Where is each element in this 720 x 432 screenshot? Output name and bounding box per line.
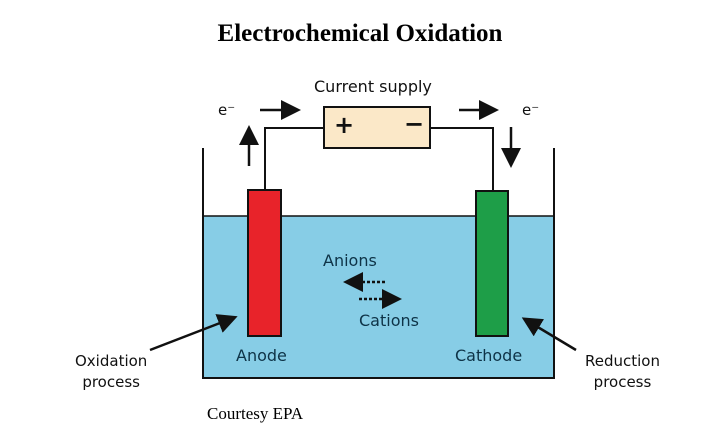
plus-sign: + [334, 111, 355, 139]
anions-label: Anions [323, 251, 377, 270]
page-title: Electrochemical Oxidation [217, 20, 503, 47]
reduction-line2: process [593, 373, 652, 391]
cathode-electrode [475, 190, 509, 337]
reduction-line1: Reduction [585, 352, 660, 370]
tank [202, 148, 555, 379]
oxidation-line2: process [82, 373, 140, 391]
current-supply-label: Current supply [314, 77, 432, 96]
oxidation-line1: Oxidation [75, 352, 148, 370]
minus-sign: − [404, 110, 425, 138]
credit-caption: Courtesy EPA [207, 404, 304, 423]
anode-label: Anode [236, 346, 287, 365]
electron-label-right: e⁻ [522, 101, 540, 119]
oxidation-pointer [149, 314, 238, 352]
cathode-label: Cathode [455, 346, 523, 365]
cations-label: Cations [359, 311, 419, 330]
current-supply-box [323, 106, 431, 149]
oxidation-process-label: Oxidation process [75, 351, 147, 393]
reduction-process-label: Reduction process [585, 351, 660, 393]
reduction-pointer [521, 317, 577, 352]
wire-right [430, 127, 494, 191]
electron-label-left: e⁻ [218, 101, 236, 119]
wire-left [264, 127, 324, 190]
anode-electrode [247, 189, 282, 337]
